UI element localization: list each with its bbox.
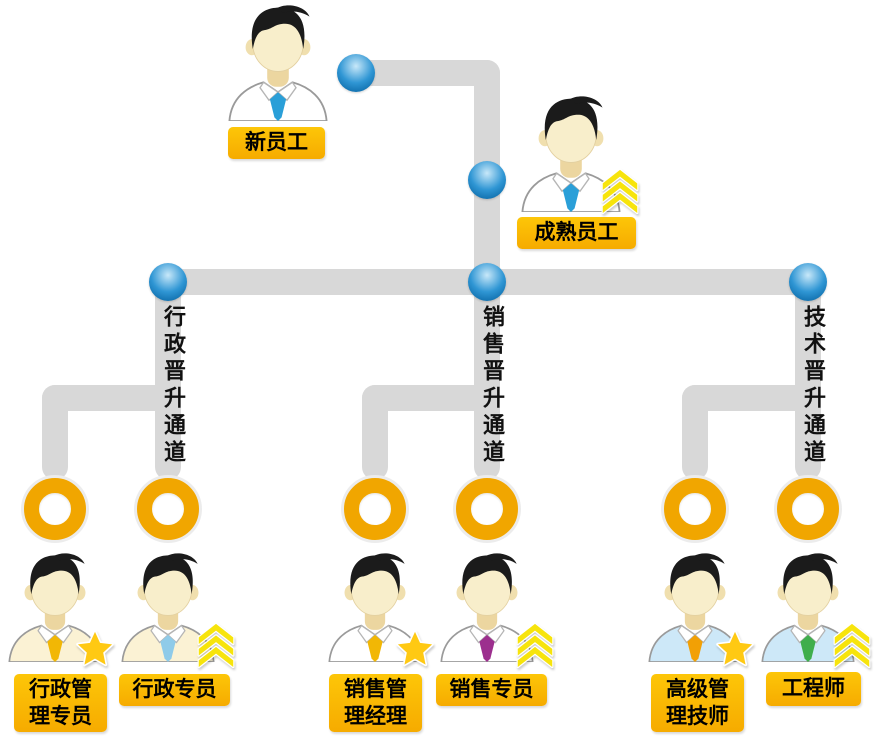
label-engineer: 工程师	[766, 672, 861, 706]
channel-label-admin: 行政晋升通道	[161, 305, 186, 467]
channel-label-sales: 销售晋升通道	[480, 305, 505, 467]
slot-ring-admin-specialist	[137, 478, 199, 540]
star-badge-icon	[76, 630, 114, 668]
connector-tech-channel	[795, 282, 821, 480]
slot-ring-sales-manager	[344, 478, 406, 540]
star-badge-icon	[716, 630, 754, 668]
connector-admin-channel	[155, 282, 181, 480]
slot-ring-admin-manager	[24, 478, 86, 540]
label-mature-employee: 成熟员工	[517, 217, 636, 249]
chevrons-badge-icon	[830, 622, 874, 668]
junction-dot-new-employee	[337, 54, 375, 92]
slot-ring-engineer	[777, 478, 839, 540]
junction-dot-tech	[789, 263, 827, 301]
new-employee-avatar	[224, 4, 332, 121]
chevrons-badge-icon	[513, 622, 557, 668]
channel-label-tech: 技术晋升通道	[801, 305, 826, 467]
junction-dot-admin	[149, 263, 187, 301]
chevrons-badge-icon	[598, 168, 642, 214]
label-new-employee: 新员工	[228, 127, 325, 159]
label-admin-specialist: 行政专员	[119, 674, 230, 706]
label-admin-manager: 行政管理专员	[14, 674, 107, 732]
star-badge-icon	[396, 630, 434, 668]
label-senior-technician: 高级管理技师	[651, 674, 744, 732]
slot-ring-sales-specialist	[456, 478, 518, 540]
connector-sales-channel	[474, 282, 500, 480]
label-sales-specialist: 销售专员	[436, 674, 547, 706]
connector-tech-elbow-vertical	[682, 385, 708, 480]
connector-admin-elbow-vertical	[42, 385, 68, 480]
chevrons-badge-icon	[194, 622, 238, 668]
connector-sales-elbow-vertical	[362, 385, 388, 480]
junction-dot-mature-employee	[468, 161, 506, 199]
junction-dot-sales	[468, 263, 506, 301]
slot-ring-senior-technician	[664, 478, 726, 540]
label-sales-manager: 销售管理经理	[329, 674, 422, 732]
